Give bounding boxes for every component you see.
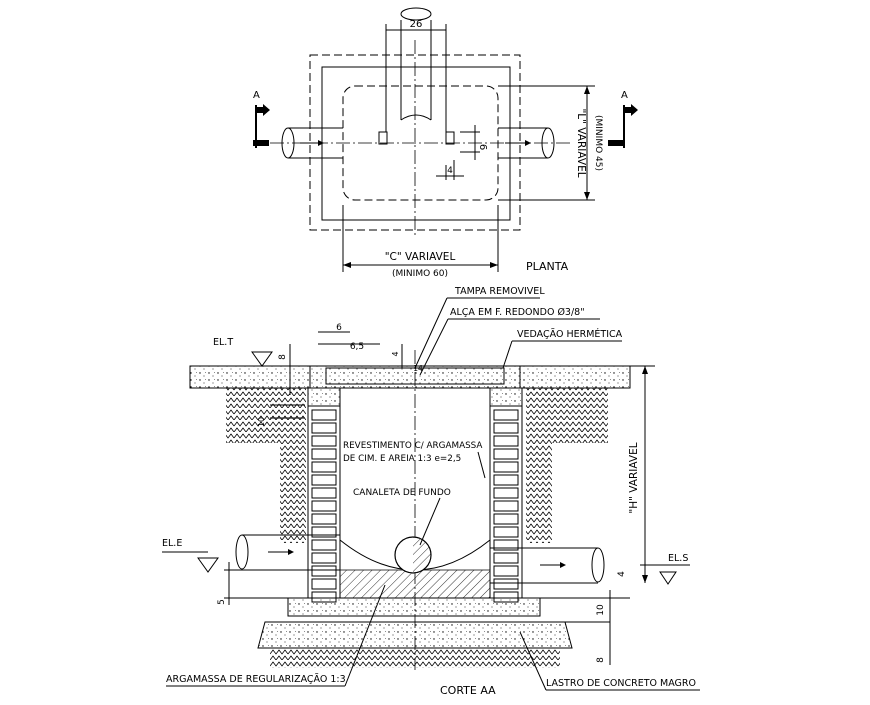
brick	[493, 552, 519, 564]
dim-6-5: 6,5	[350, 342, 364, 352]
brick	[311, 487, 337, 499]
label-el-s: EL.S	[668, 553, 688, 564]
plan-top-pipe-end	[400, 7, 432, 21]
section-mark-left: A	[253, 90, 260, 101]
el-t-marker	[251, 351, 273, 367]
dim-8: 8	[596, 657, 606, 663]
brick	[493, 448, 519, 460]
dim-4-top: 4	[391, 351, 400, 356]
plan-top-pipe	[400, 20, 432, 120]
label-alca: ALÇA EM F. REDONDO Ø3/8"	[450, 307, 585, 318]
plan-handle-left	[378, 131, 388, 145]
brick	[311, 474, 337, 486]
brick	[493, 513, 519, 525]
label-el-t: EL.T	[213, 337, 233, 348]
plan-c-label: "C" VARIAVEL	[385, 251, 456, 263]
dim-5: 5	[217, 599, 227, 605]
el-e-marker	[197, 557, 219, 573]
plan-c-min: (MINIMO 60)	[392, 269, 448, 279]
brick	[311, 500, 337, 512]
outlet-pipe	[490, 547, 598, 584]
label-el-e: EL.E	[162, 538, 182, 549]
brick	[311, 409, 337, 421]
plan-dim-4: 4	[447, 166, 453, 176]
brick	[493, 578, 519, 590]
plan-left-pipe	[288, 127, 343, 159]
label-canaleta: CANALETA DE FUNDO	[353, 488, 451, 498]
brick	[311, 539, 337, 551]
lean-concrete-base	[257, 621, 573, 649]
h-label: "H" VARIAVEL	[628, 442, 640, 513]
base-slab	[287, 597, 541, 617]
dim-4-right: 4	[617, 571, 627, 577]
plan-dim-6: 6	[477, 144, 488, 150]
dim-10: 10	[596, 604, 606, 616]
label-tampa: TAMPA REMOVIVEL	[454, 286, 545, 297]
brick	[493, 526, 519, 538]
brick	[493, 500, 519, 512]
section-mark-right: A	[621, 90, 628, 101]
brick	[493, 565, 519, 577]
brick	[311, 513, 337, 525]
brick	[311, 461, 337, 473]
label-vedacao: VEDAÇÃO HERMÉTICA	[517, 328, 623, 340]
brick	[311, 565, 337, 577]
regularization-mortar	[339, 569, 491, 599]
brick	[493, 435, 519, 447]
brick	[311, 526, 337, 538]
plan-handle-right	[445, 131, 455, 145]
brick	[311, 552, 337, 564]
plan-l-min: (MINIMO 45)	[593, 115, 603, 171]
plan-right-pipe	[498, 127, 548, 159]
brick	[493, 461, 519, 473]
label-lastro: LASTRO DE CONCRETO MAGRO	[546, 678, 696, 689]
label-revestimento-1: REVESTIMENTO C/ ARGAMASSA	[343, 441, 482, 451]
brick	[493, 539, 519, 551]
soil-right	[526, 388, 608, 443]
brick	[311, 578, 337, 590]
plan-l-label: "L" VARIAVEL	[575, 108, 587, 177]
dim-14: 14	[413, 364, 423, 373]
label-revestimento-2: DE CIM. E AREIA 1:3 e=2,5	[343, 454, 461, 464]
brick	[311, 448, 337, 460]
brick	[311, 435, 337, 447]
el-s-marker	[659, 571, 677, 585]
soil-left	[226, 388, 306, 443]
plan-title: PLANTA	[526, 260, 569, 273]
section-title: CORTE AA	[440, 684, 496, 697]
wall-right	[489, 387, 523, 603]
plan-dim-26: 26	[410, 19, 423, 30]
dim-8-top: 8	[278, 354, 288, 360]
section-view: EL.T EL.E EL.S "H" VARIAVEL 6 6,5 8 4 14…	[162, 286, 700, 697]
dim-10-wall: 10	[257, 417, 266, 427]
label-argamassa: ARGAMASSA DE REGULARIZAÇÃO 1:3	[166, 674, 346, 685]
brick	[311, 422, 337, 434]
dim-6: 6	[336, 323, 342, 333]
brick	[493, 409, 519, 421]
wall-left	[307, 387, 341, 603]
brick	[493, 474, 519, 486]
brick	[493, 487, 519, 499]
plan-view: 26 6 4 "C" VARIAVEL (MINIMO 60) "L" VARI…	[253, 7, 638, 279]
brick	[493, 422, 519, 434]
